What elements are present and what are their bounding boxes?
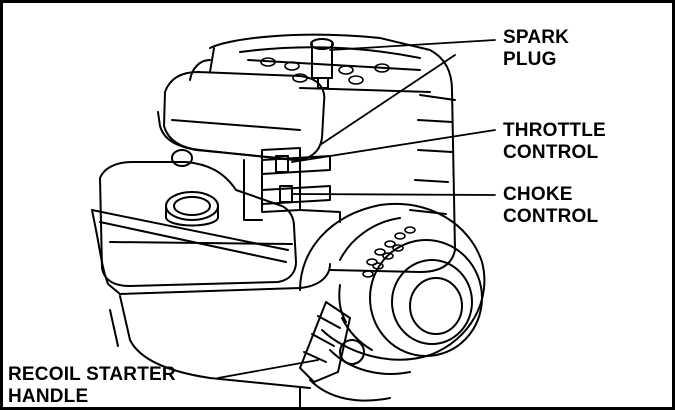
fuel-tank bbox=[91, 161, 331, 295]
label-throttle-control-line-2: CONTROL bbox=[503, 142, 599, 163]
label-recoil-starter-handle-line-2: HANDLE bbox=[8, 386, 89, 407]
label-recoil-starter-handle: RECOIL STARTER HANDLE bbox=[8, 364, 176, 408]
label-spark-plug-line-1: SPARK bbox=[503, 27, 570, 48]
air-cleaner bbox=[157, 47, 326, 161]
label-throttle-control-line-1: THROTTLE bbox=[503, 120, 606, 141]
label-throttle-control: THROTTLE CONTROL bbox=[503, 120, 606, 164]
engine-block bbox=[209, 33, 456, 273]
label-choke-control-line-1: CHOKE bbox=[503, 184, 573, 205]
recoil-starter-housing bbox=[299, 202, 486, 402]
engine-base bbox=[109, 295, 311, 409]
leader-choke-control bbox=[291, 193, 496, 196]
leader-spark-plug bbox=[329, 39, 496, 51]
leader-lines bbox=[217, 39, 496, 379]
label-recoil-starter-handle-line-1: RECOIL STARTER bbox=[8, 364, 176, 385]
starter-grille bbox=[362, 226, 416, 278]
leader-throttle-control bbox=[291, 129, 496, 163]
head-bolts bbox=[260, 57, 390, 85]
recoil-starter-handle bbox=[299, 301, 365, 383]
control-panel bbox=[243, 147, 341, 223]
label-spark-plug-line-2: PLUG bbox=[503, 49, 557, 70]
oil-fill-cap bbox=[171, 149, 193, 167]
leader-recoil-starter-handle bbox=[217, 359, 319, 379]
leader-throttle-control-2 bbox=[319, 54, 456, 146]
label-choke-control-line-2: CONTROL bbox=[503, 206, 599, 227]
label-choke-control: CHOKE CONTROL bbox=[503, 184, 598, 228]
label-spark-plug: SPARK PLUG bbox=[503, 27, 569, 71]
fuel-cap bbox=[165, 191, 219, 227]
